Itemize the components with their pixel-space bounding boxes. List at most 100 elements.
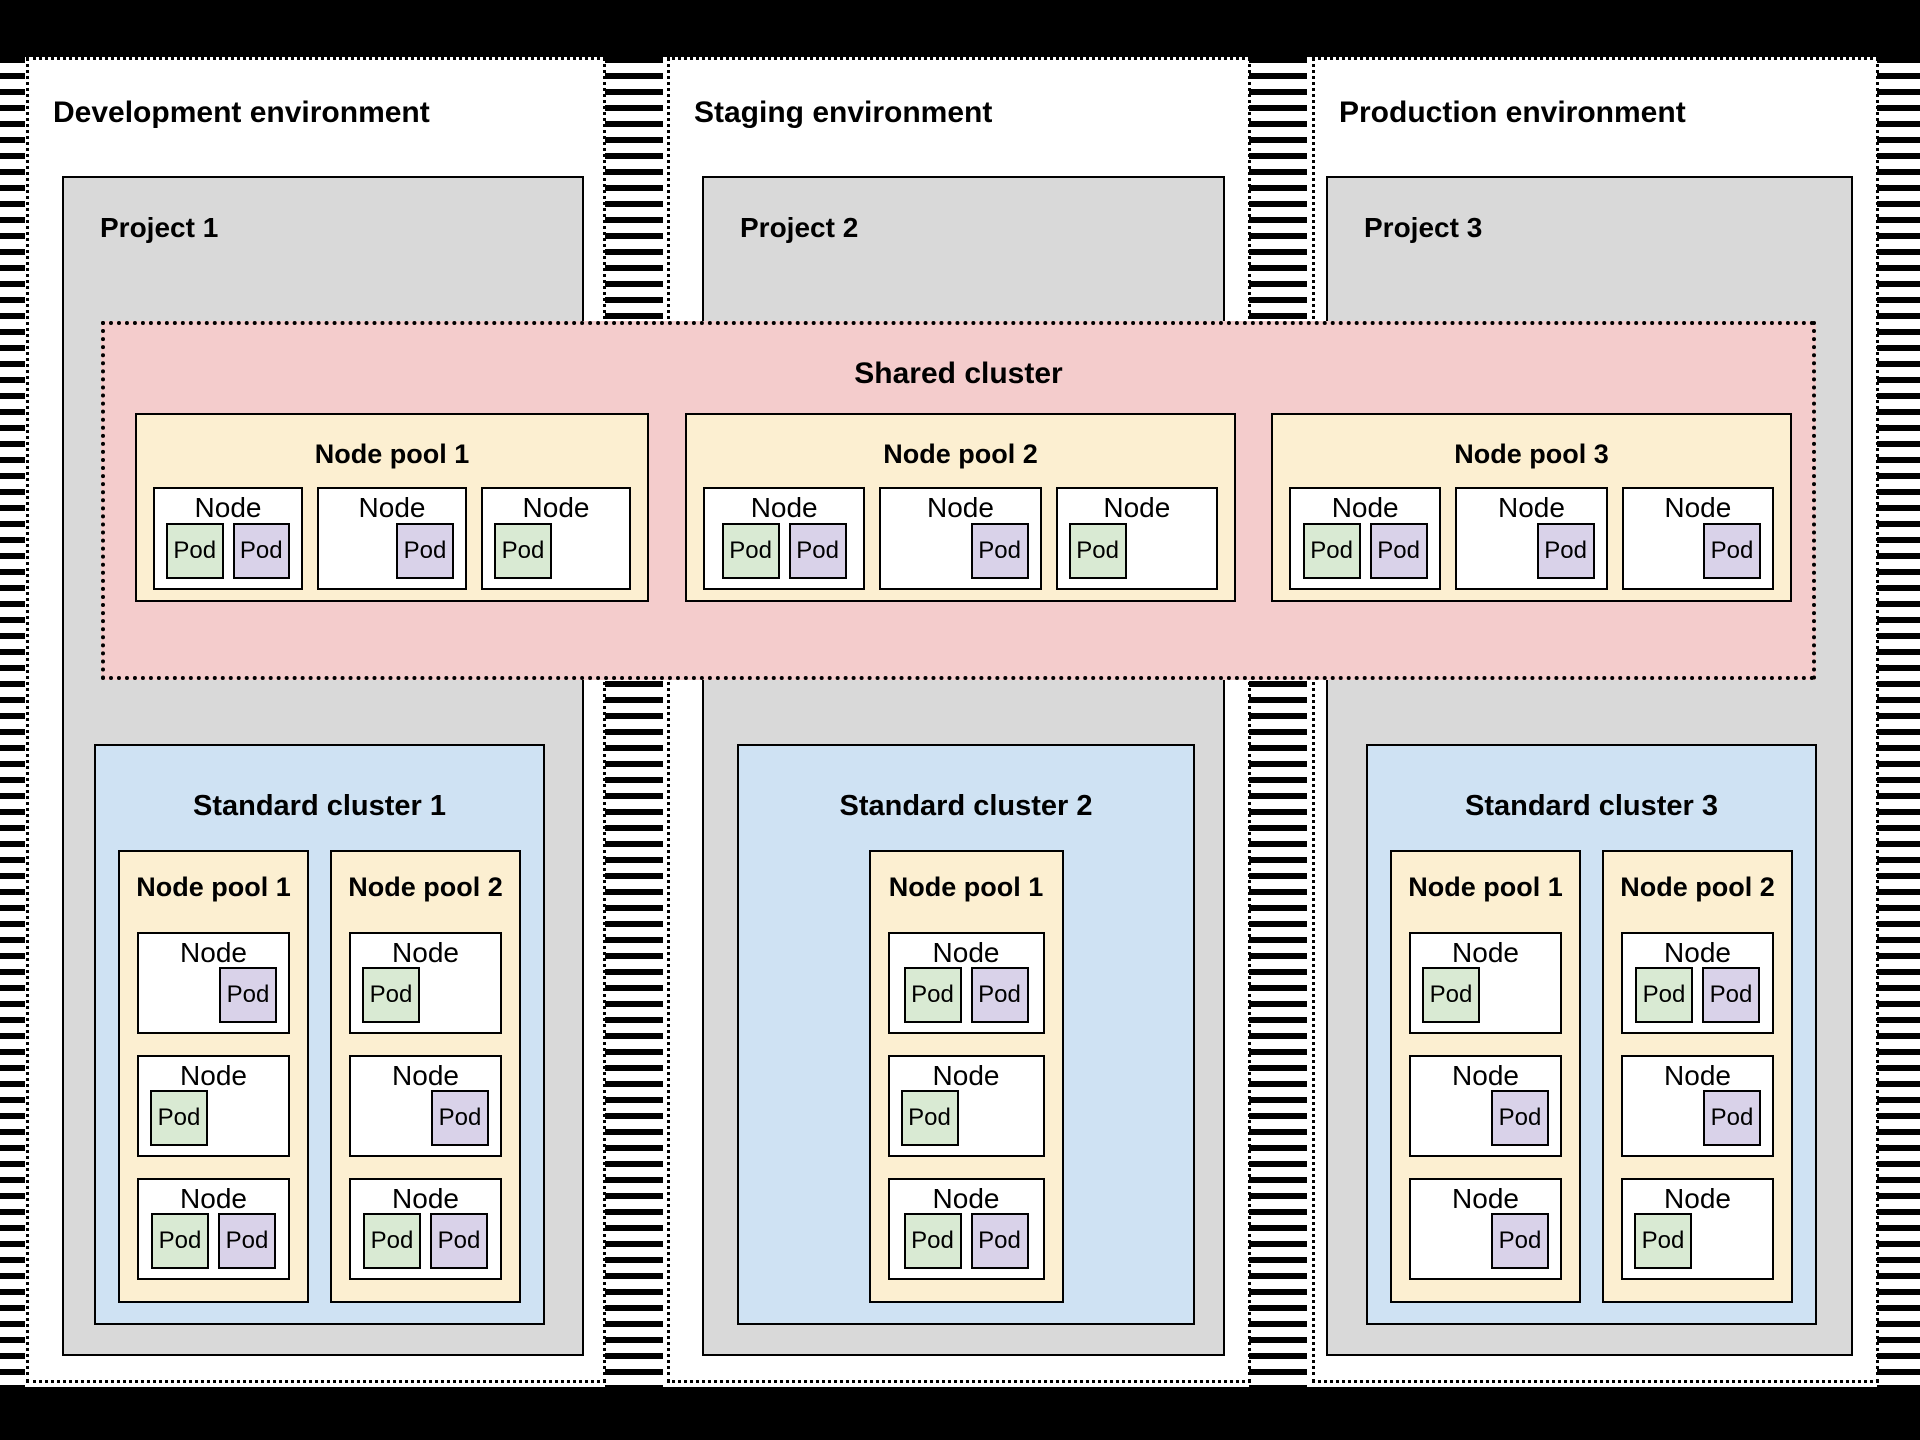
pod: Pod: [151, 1213, 209, 1269]
pod-row: Pod Pod: [716, 523, 852, 579]
pod: Pod: [219, 967, 277, 1023]
pod-row: Pod: [1468, 523, 1595, 579]
node: Node Pod Pod: [153, 487, 303, 590]
node-pool: Node pool 1 Node Pod Node Pod: [1390, 850, 1581, 1303]
cluster-title: Standard cluster 1: [192, 790, 447, 822]
pod: Pod: [1068, 523, 1127, 579]
node: Node Pod: [1055, 487, 1218, 590]
node-label: Node: [392, 1060, 459, 1091]
node-stack: Node Pod Node Pod Node Po: [137, 932, 290, 1280]
node-label: Node: [1664, 937, 1731, 968]
node-pool-title: Node pool 2: [1620, 872, 1775, 902]
node: Node Pod: [879, 487, 1042, 590]
pod-row: Pod Pod: [901, 967, 1032, 1023]
project-title: Project 1: [100, 212, 219, 243]
environment-box-production: Production environment: [1312, 57, 1879, 1383]
pod-row: Pod: [1422, 1213, 1549, 1269]
node: Node Pod Pod: [887, 1178, 1045, 1280]
pod: Pod: [363, 1213, 421, 1269]
pod-row: Pod Pod: [150, 1213, 277, 1269]
node: Node Pod Pod: [1621, 932, 1774, 1034]
node-label: Node: [392, 937, 459, 968]
node: Node Pod: [1621, 1055, 1774, 1157]
node-pool: Node pool 2 Node Pod Pod Node Pod Node: [685, 413, 1236, 602]
pod-row: Pod: [150, 967, 277, 1023]
standard-cluster-2: Standard cluster 2 Node pool 1 Node Pod …: [737, 744, 1195, 1325]
node-label: Node: [927, 492, 994, 523]
node-label: Node: [932, 937, 1000, 968]
node-pool-title: Node pool 3: [1454, 439, 1609, 469]
node-label: Node: [1331, 492, 1399, 523]
node-row: Node Pod Pod Node Pod Node Pod: [153, 487, 631, 590]
node-label: Node: [932, 1060, 1000, 1091]
cluster-pools: Node pool 1 Node Pod Node Pod: [118, 850, 521, 1303]
node-pool: Node pool 2 Node Pod Node Pod: [330, 850, 521, 1303]
node-label: Node: [1664, 492, 1732, 523]
node: Node Pod: [317, 487, 467, 590]
pod: Pod: [970, 967, 1029, 1023]
shared-cluster-title: Shared cluster: [854, 357, 1063, 390]
node: Node Pod: [137, 932, 290, 1034]
pod: Pod: [166, 523, 224, 579]
node-pool-title: Node pool 1: [314, 439, 470, 469]
node-label: Node: [180, 937, 247, 968]
pod: Pod: [1369, 523, 1428, 579]
pod: Pod: [1422, 967, 1480, 1023]
node: Node Pod: [349, 1055, 502, 1157]
pod: Pod: [431, 1090, 489, 1146]
node-label: Node: [932, 1183, 1000, 1214]
cluster-title: Standard cluster 2: [839, 790, 1093, 822]
node-pool-title: Node pool 1: [1408, 872, 1563, 902]
pod: Pod: [494, 523, 552, 579]
pod-row: Pod: [892, 523, 1029, 579]
pod-row: Pod: [150, 1090, 277, 1146]
node: Node Pod: [1409, 1055, 1562, 1157]
node-label: Node: [1498, 492, 1565, 523]
pod-row: Pod: [362, 967, 489, 1023]
node-label: Node: [1664, 1183, 1731, 1214]
standard-cluster-3: Standard cluster 3 Node pool 1 Node Pod …: [1366, 744, 1817, 1325]
node-pool: Node pool 1 Node Pod Pod Node Pod Node: [135, 413, 649, 602]
node: Node Pod Pod: [349, 1178, 502, 1280]
node-pool: Node pool 2 Node Pod Pod Node Pod: [1602, 850, 1793, 1303]
pod: Pod: [1702, 523, 1761, 579]
standard-cluster-1: Standard cluster 1 Node pool 1 Node Pod …: [94, 744, 545, 1325]
node-pool-title: Node pool 2: [883, 439, 1038, 469]
cluster-pools: Node pool 1 Node Pod Pod Node Pod: [761, 850, 1171, 1303]
node: Node Pod: [1409, 1178, 1562, 1280]
node: Node Pod: [1621, 487, 1774, 590]
node: Node Pod: [481, 487, 631, 590]
node-stack: Node Pod Pod Node Pod Node: [887, 932, 1045, 1280]
pod: Pod: [970, 523, 1029, 579]
pod: Pod: [232, 523, 290, 579]
pod-row: Pod Pod: [1634, 967, 1761, 1023]
node: Node Pod Pod: [703, 487, 866, 590]
pod: Pod: [218, 1213, 276, 1269]
cluster-title: Standard cluster 3: [1464, 790, 1719, 822]
pod-row: Pod: [330, 523, 454, 579]
node-label: Node: [180, 1060, 247, 1091]
node-label: Node: [358, 492, 426, 523]
cluster-pools: Node pool 1 Node Pod Node Pod: [1390, 850, 1793, 1303]
node-pool: Node pool 1 Node Pod Pod Node Pod: [868, 850, 1064, 1303]
node: Node Pod: [137, 1055, 290, 1157]
pod-row: Pod Pod: [166, 523, 290, 579]
node-label: Node: [750, 492, 818, 523]
pod: Pod: [396, 523, 454, 579]
node: Node Pod: [1409, 932, 1562, 1034]
pod-row: Pod: [362, 1090, 489, 1146]
node-pool: Node pool 1 Node Pod Node Pod: [118, 850, 309, 1303]
node-label: Node: [1452, 1060, 1519, 1091]
pod: Pod: [430, 1213, 488, 1269]
hatch-bar-left: [0, 57, 25, 1387]
pod-row: Pod: [1634, 1213, 1761, 1269]
pod: Pod: [1634, 1213, 1692, 1269]
node-label: Node: [1452, 1183, 1519, 1214]
pod: Pod: [900, 1090, 959, 1146]
pod-row: Pod: [1635, 523, 1761, 579]
pod: Pod: [1702, 967, 1760, 1023]
node-stack: Node Pod Node Pod Node Po: [1409, 932, 1562, 1280]
environment-title: Staging environment: [694, 96, 993, 129]
node-pool-title: Node pool 2: [348, 872, 503, 902]
